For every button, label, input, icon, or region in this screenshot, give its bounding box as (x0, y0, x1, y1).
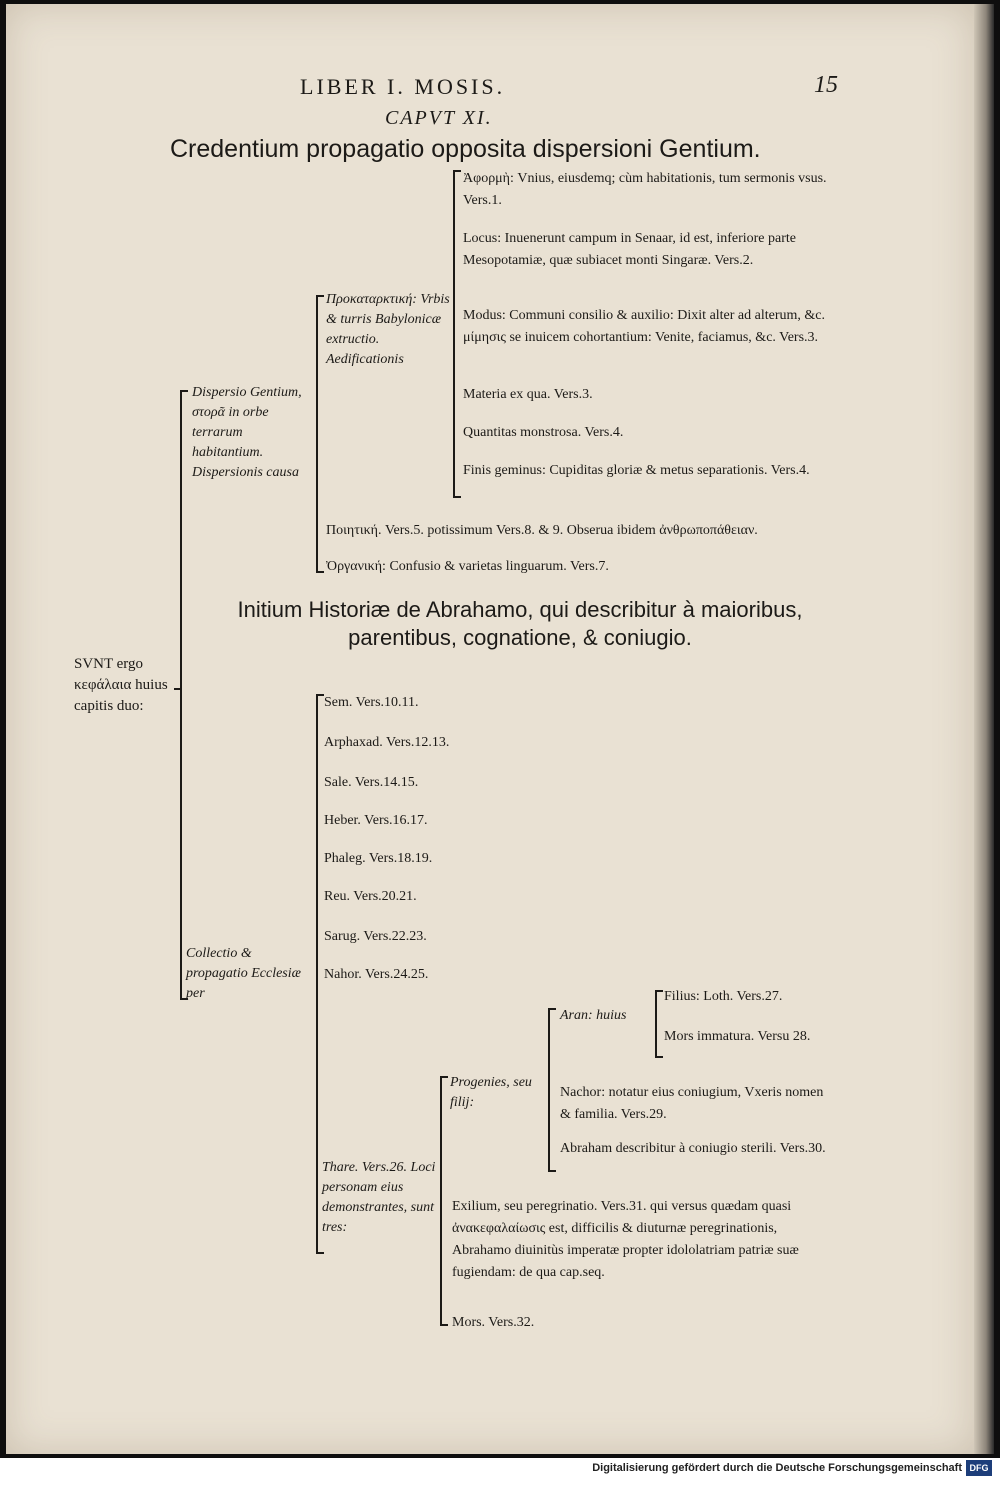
cause-finis: Finis geminus: Cupiditas gloriæ & metus … (463, 463, 810, 478)
prokatarktike-label: Προκαταρκτική: Vrbis & turris Babylonicæ… (326, 292, 450, 367)
collectio-label: Collectio & propagatio Ecclesiæ per (186, 946, 301, 1001)
poietike-item: Ποιητική. Vers.5. potissimum Vers.8. & 9… (326, 523, 758, 538)
genealogy-sarug: Sarug. Vers.22.23. (324, 929, 427, 944)
book-page (6, 4, 974, 1454)
genealogy-brace-tick-top (316, 694, 324, 696)
exilium-item: Exilium, seu peregrinatio. Vers.31. qui … (452, 1199, 799, 1280)
thare-brace-tick-top (440, 1076, 448, 1078)
genealogy-brace-tick-bottom (316, 1252, 324, 1254)
genealogy-sem: Sem. Vers.10.11. (324, 695, 419, 710)
aran-mors: Mors immatura. Versu 28. (664, 1029, 811, 1044)
progenies-brace-tick-top (548, 1008, 556, 1010)
thare-brace-tick-bottom (440, 1324, 448, 1326)
chapter-heading: CAPVT XI. (385, 107, 493, 129)
running-title: LIBER I. MOSIS. (300, 74, 506, 99)
dfg-logo: DFG (966, 1460, 992, 1476)
footer-credit: Digitalisierung gefördert durch die Deut… (592, 1462, 962, 1474)
genealogy-sale: Sale. Vers.14.15. (324, 775, 419, 790)
page-edge (974, 4, 994, 1454)
abraham-item: Abraham describitur à coniugio sterili. … (560, 1141, 826, 1156)
causes-brace (453, 170, 455, 498)
thare-mors-item: Mors. Vers.32. (452, 1315, 535, 1330)
aran-brace-tick-bottom (655, 1056, 663, 1058)
section-heading: Initium Historiæ de Abrahamo, qui descri… (237, 597, 803, 650)
progenies-label: Progenies, seu filij: (450, 1075, 532, 1110)
cause-locus: Locus: Inuenerunt campum in Senaar, id e… (463, 231, 796, 268)
genealogy-nahor: Nahor. Vers.24.25. (324, 967, 429, 982)
causes-brace-tick-bottom (453, 496, 461, 498)
cause-materia: Materia ex qua. Vers.3. (463, 387, 593, 402)
root-brace (180, 390, 182, 1000)
aran-brace-tick-top (655, 990, 663, 992)
root-brace-point (174, 688, 182, 690)
thare-label: Thare. Vers.26. Loci personam eius demon… (322, 1160, 436, 1235)
aran-filius: Filius: Loth. Vers.27. (664, 989, 783, 1004)
organike-item: Ὀργανική: Confusio & varietas linguarum.… (326, 559, 609, 574)
cause-modus: Modus: Communi consilio & auxilio: Dixit… (463, 308, 826, 345)
root-label: SVNT ergo κεφάλαια huius capitis duo: (74, 656, 168, 714)
dispersion-brace-tick-top (316, 295, 324, 297)
genealogy-brace (316, 694, 318, 1254)
genealogy-phaleg: Phaleg. Vers.18.19. (324, 851, 433, 866)
causes-brace-tick-top (453, 170, 461, 172)
root-brace-tick-bottom (180, 998, 188, 1000)
aran-brace (655, 990, 657, 1058)
genealogy-reu: Reu. Vers.20.21. (324, 889, 417, 904)
thare-brace (440, 1076, 442, 1326)
nachor-item: Nachor: notatur eius coniugium, Vxeris n… (560, 1085, 824, 1122)
progenies-brace-tick-bottom (548, 1170, 556, 1172)
footer-bar (0, 1458, 1000, 1485)
genealogy-heber: Heber. Vers.16.17. (324, 813, 428, 828)
aran-label: Aran: huius (560, 1008, 627, 1023)
dispersion-label: Dispersio Gentium, στορᾶ in orbe terraru… (192, 385, 302, 480)
page-title: Credentium propagatio opposita dispersio… (170, 135, 761, 163)
dispersion-brace (316, 295, 318, 573)
page-number: 15 (814, 72, 838, 98)
progenies-brace (548, 1008, 550, 1172)
genealogy-arphaxad: Arphaxad. Vers.12.13. (324, 735, 450, 750)
cause-aphorme: Ἀφορμὴ: Vnius, eiusdemq; cùm habitationi… (463, 171, 827, 208)
root-brace-tick-top (180, 390, 188, 392)
cause-quantitas: Quantitas monstrosa. Vers.4. (463, 425, 624, 440)
dispersion-brace-tick-bottom (316, 571, 324, 573)
